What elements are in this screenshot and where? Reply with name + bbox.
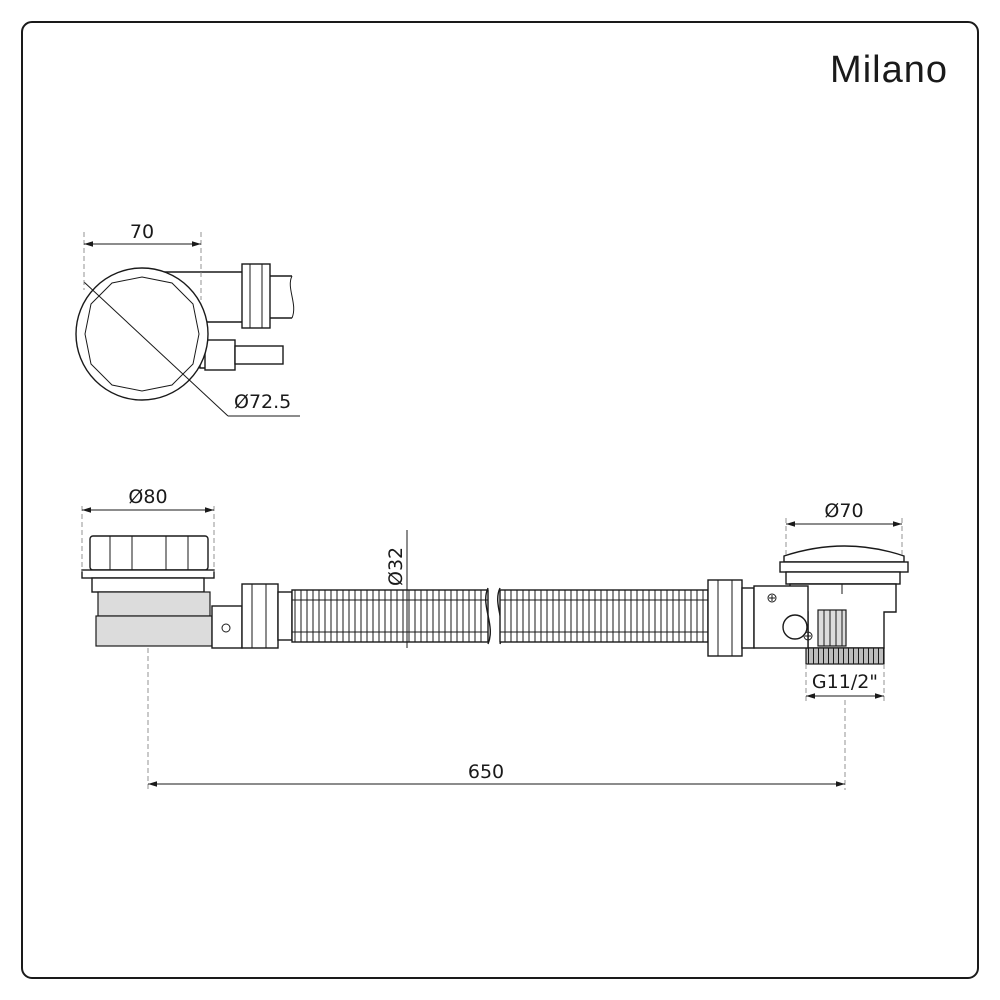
left-pipe-nut (241, 583, 293, 649)
side-view: Ø80 Ø70 Ø32 G11/2" 650 (81, 486, 909, 790)
top-view-outer-circle (75, 267, 209, 401)
pipe-break-left (484, 587, 492, 645)
pipe-left-outline (291, 589, 489, 643)
right-nut-collar (741, 587, 755, 649)
left-body-upper (97, 591, 211, 617)
left-collar (91, 577, 205, 593)
top-view-connector (204, 339, 236, 371)
overall-length-label: 650 (468, 761, 504, 783)
corrugation-ribs-right (504, 590, 704, 642)
left-elbow (211, 605, 243, 649)
right-diameter-label: Ø70 (824, 500, 863, 522)
brand-logo: Milano (830, 49, 948, 91)
top-view-cable (234, 345, 284, 365)
lever-knob (782, 614, 808, 640)
thread-lines (808, 648, 884, 664)
top-view: Ø72.5 70 (75, 221, 300, 417)
corrugated-pipe-right (499, 589, 709, 643)
top-view-nut (241, 263, 271, 329)
left-nut-body (241, 583, 279, 649)
thread-label: G11/2" (812, 671, 878, 693)
diameter-leader-line (83, 281, 229, 417)
drawing-frame (21, 21, 979, 979)
corrugated-pipe-left (291, 589, 489, 643)
right-drain-unit (753, 545, 909, 665)
left-nut-collar (277, 591, 293, 641)
pipe-diameter-label: Ø32 (385, 547, 407, 586)
right-cap (783, 545, 905, 563)
left-cap (89, 535, 209, 571)
right-nut-body (707, 579, 743, 657)
right-pipe-nut (707, 579, 755, 657)
pipe-right-outline (499, 589, 709, 643)
corrugation-ribs-left (294, 590, 482, 642)
top-width-label: 70 (130, 221, 154, 243)
right-flange (779, 561, 909, 573)
left-body-lower (95, 615, 213, 647)
top-diameter-label: Ø72.5 (234, 391, 291, 413)
side-thread-block (817, 609, 847, 647)
left-overflow-unit (81, 535, 243, 649)
top-view-pipe-stub (270, 275, 292, 319)
thread-section (805, 647, 885, 665)
top-view-inner-polygon (84, 276, 200, 392)
right-collar (785, 571, 901, 585)
left-flange (81, 569, 215, 579)
left-diameter-label: Ø80 (128, 486, 167, 508)
